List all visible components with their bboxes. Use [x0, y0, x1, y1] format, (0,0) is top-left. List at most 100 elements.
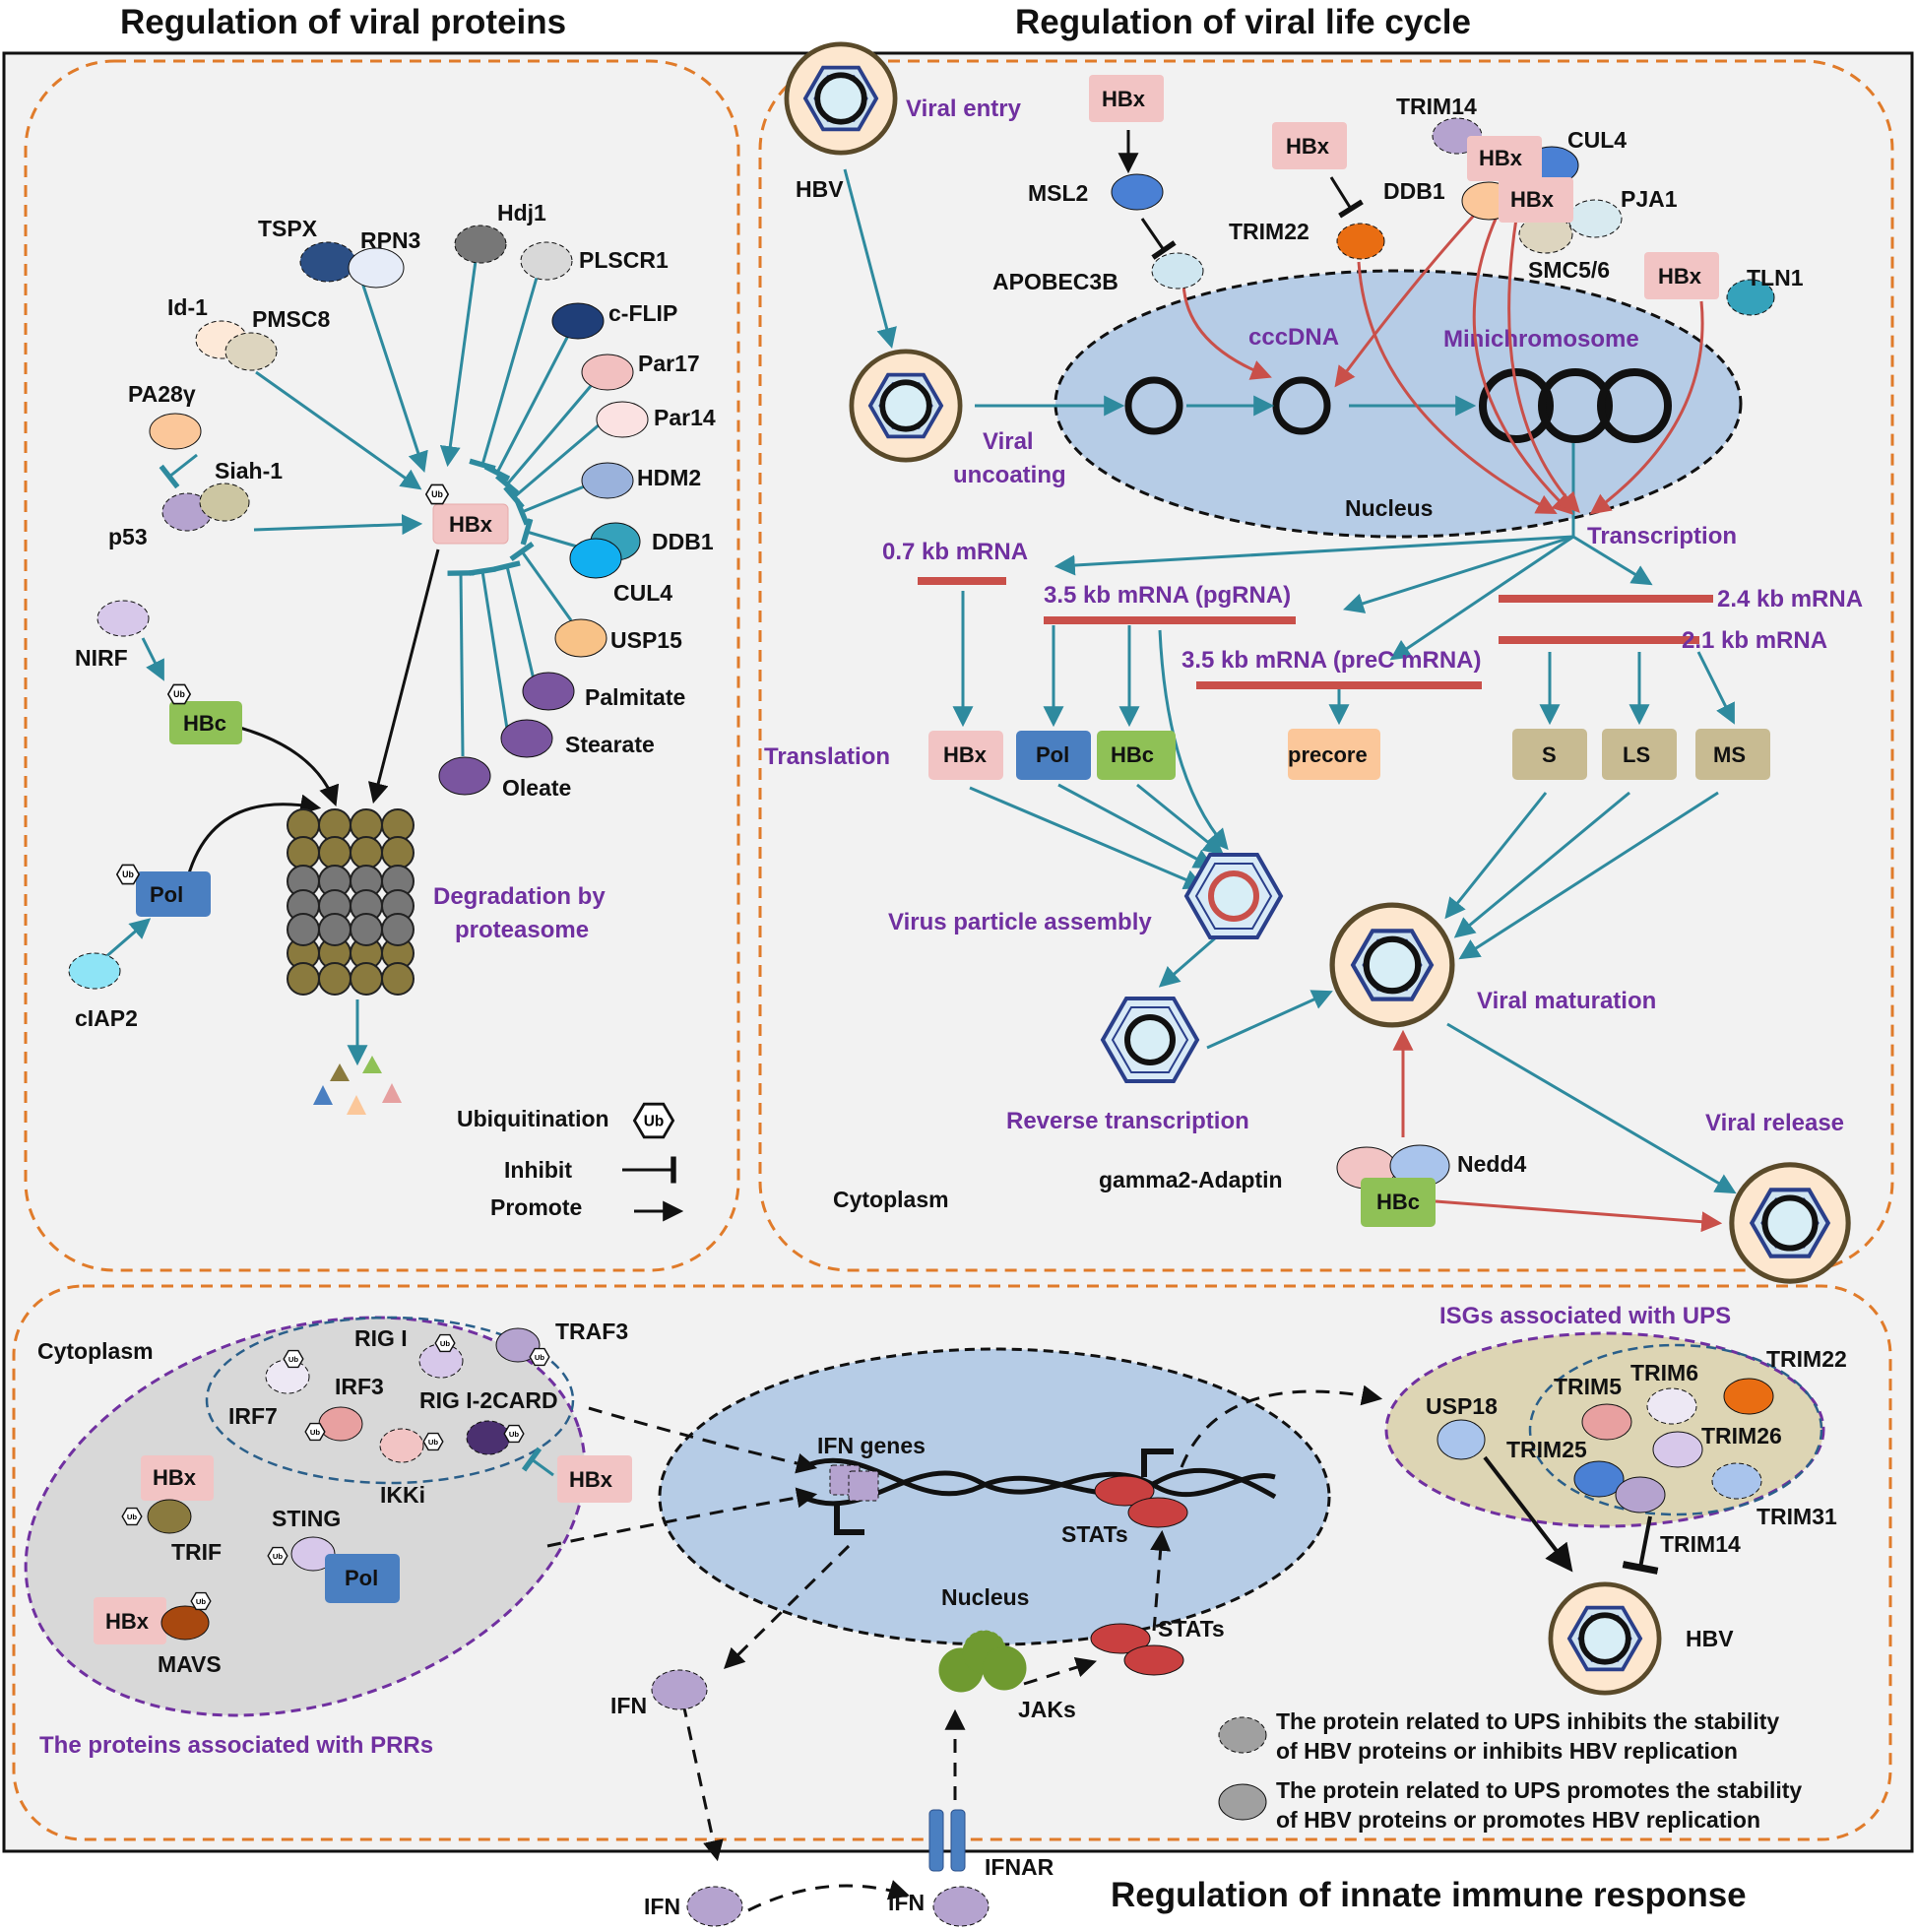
hbx-ddb1-label: HBx	[1510, 187, 1555, 212]
factor-trif: TRIF	[171, 1539, 222, 1565]
hbx-inhibit-label: HBx	[569, 1467, 613, 1492]
uncoating-label-1: Viral	[983, 428, 1034, 455]
pol-box-label: Pol	[150, 882, 183, 907]
factor-hdm2: HDM2	[637, 465, 701, 490]
product-ls: LS	[1623, 742, 1650, 767]
factor-mavs: MAVS	[158, 1651, 222, 1677]
nucleus-innate-label: Nucleus	[941, 1584, 1029, 1610]
factor-pa28g: PA28γ	[128, 381, 196, 407]
hbx-tln1-label: HBx	[1658, 264, 1702, 289]
factor-nirf: NIRF	[75, 645, 128, 671]
product-ms: MS	[1713, 742, 1746, 767]
mature-virion-icon	[1332, 905, 1452, 1025]
heading-viral-proteins: Regulation of viral proteins	[120, 3, 566, 41]
life-cycle-panel: Nucleus HBV Viral entry Viral uncoating …	[764, 44, 1863, 1281]
factor-usp18: USP18	[1426, 1393, 1498, 1419]
isg-inner	[1528, 1343, 1823, 1516]
factor-trim25: TRIM25	[1506, 1437, 1587, 1462]
factor-hdj1: Hdj1	[497, 200, 546, 225]
product-pol: Pol	[1036, 742, 1069, 767]
factor-tspx: TSPX	[258, 216, 318, 241]
mrna-07kb: 0.7 kb mRNA	[882, 539, 1028, 565]
prr-inner	[205, 1316, 575, 1485]
ub-label: Ub	[440, 1339, 451, 1348]
product-precore: precore	[1288, 742, 1368, 767]
factor-ddb1: DDB1	[652, 529, 714, 554]
released-virion-icon	[1732, 1165, 1848, 1281]
product-s: S	[1542, 742, 1557, 767]
hbx-msl2-label: HBx	[1102, 87, 1146, 111]
ub-label: Ub	[428, 1438, 439, 1447]
hbc-release-label: HBc	[1376, 1190, 1420, 1214]
legend-promote-marker	[1218, 1783, 1267, 1821]
factor-irf7: IRF7	[228, 1403, 278, 1429]
hbc-box-label: HBc	[183, 711, 226, 736]
assembly-particle-icon	[1184, 853, 1283, 939]
factor-traf3: TRAF3	[555, 1319, 628, 1344]
ub-icon: Ub	[167, 683, 191, 705]
factor-smc56: SMC5/6	[1528, 257, 1610, 283]
minichromosome-label: Minichromosome	[1443, 326, 1639, 353]
factor-trim5: TRIM5	[1554, 1374, 1622, 1399]
legend-ubiquitination: Ubiquitination	[457, 1106, 609, 1131]
product-hbc: HBc	[1111, 742, 1154, 767]
ifn-label-2: IFN	[644, 1894, 680, 1919]
factor-ikki: IKKi	[380, 1482, 425, 1508]
ub-label: Ub	[196, 1597, 207, 1606]
degradation-label-1: Degradation by	[433, 883, 606, 910]
factor-trim22-isg: TRIM22	[1766, 1346, 1847, 1372]
legend-inhibit: Inhibit	[504, 1157, 572, 1183]
panel-life-cycle	[758, 59, 1894, 1272]
factor-rig1-2card: RIG I-2CARD	[419, 1387, 558, 1413]
factor-siah1: Siah-1	[215, 458, 283, 483]
hbc-box	[169, 701, 242, 744]
hbv-virion-uncoating-icon	[852, 352, 960, 460]
factor-trim14: TRIM14	[1396, 94, 1477, 119]
ub-label: Ub	[273, 1552, 284, 1561]
mrna-21kb: 2.1 kb mRNA	[1682, 627, 1827, 654]
ub-label: Ub	[535, 1353, 545, 1362]
hbv-isg-label: HBV	[1686, 1626, 1734, 1651]
ifnar-receptor-right	[950, 1809, 966, 1872]
hbx-central-label: HBx	[449, 512, 493, 537]
nucleus-lifecycle	[1054, 269, 1743, 539]
innate-panel: Cytoplasm Ub RIG I Ub TRAF3 Ub IRF3 IRF7…	[24, 1303, 1847, 1927]
factor-pmsc8: PMSC8	[252, 306, 330, 332]
legend-inhibit-text-2: of HBV proteins or inhibits HBV replicat…	[1276, 1738, 1738, 1764]
cytoplasm-label-innate: Cytoplasm	[37, 1338, 154, 1364]
factor-pja1: PJA1	[1621, 186, 1678, 212]
ifn-label-1: IFN	[610, 1693, 647, 1718]
prr-title: The proteins associated with PRRs	[39, 1732, 433, 1759]
factor-id1: Id-1	[167, 294, 208, 320]
hbx-mavs-label: HBx	[105, 1609, 150, 1634]
factor-nedd4: Nedd4	[1457, 1151, 1527, 1177]
mrna-35kb-prec: 3.5 kb mRNA (preC mRNA)	[1182, 647, 1482, 674]
hbv-isg-target-icon	[1551, 1584, 1659, 1693]
legend-promote: Promote	[490, 1194, 582, 1220]
factor-oleate: Oleate	[502, 775, 571, 801]
factor-ddb1-lc: DDB1	[1383, 178, 1445, 204]
ub-label: Ub	[288, 1355, 299, 1364]
legend-promote-text-2: of HBV proteins or promotes HBV replicat…	[1276, 1807, 1760, 1833]
factor-msl2: MSL2	[1028, 180, 1088, 206]
factor-par14: Par14	[654, 405, 716, 430]
isg-title: ISGs associated with UPS	[1439, 1303, 1731, 1329]
factor-gamma2-adaptin: gamma2-Adaptin	[1099, 1167, 1283, 1192]
ub-label: Ub	[310, 1428, 321, 1437]
mrna-24kb: 2.4 kb mRNA	[1717, 586, 1863, 612]
factor-trim22: TRIM22	[1229, 219, 1309, 244]
factor-usp15: USP15	[610, 627, 682, 653]
legend-inhibit-marker	[1218, 1716, 1267, 1754]
translation-label: Translation	[764, 743, 890, 770]
pol-sting-label: Pol	[345, 1566, 378, 1590]
factor-irf3: IRF3	[335, 1374, 384, 1399]
ub-label: Ub	[122, 869, 134, 879]
panel-viral-proteins	[24, 59, 740, 1272]
factor-tln1: TLN1	[1747, 265, 1804, 290]
hbx-trim22-label: HBx	[1286, 134, 1330, 159]
hbv-virion-entry-icon	[787, 44, 895, 153]
pol-box	[136, 871, 211, 917]
ub-icon: Ub	[424, 483, 450, 505]
reverse-transcription-particle-icon	[1101, 997, 1199, 1083]
